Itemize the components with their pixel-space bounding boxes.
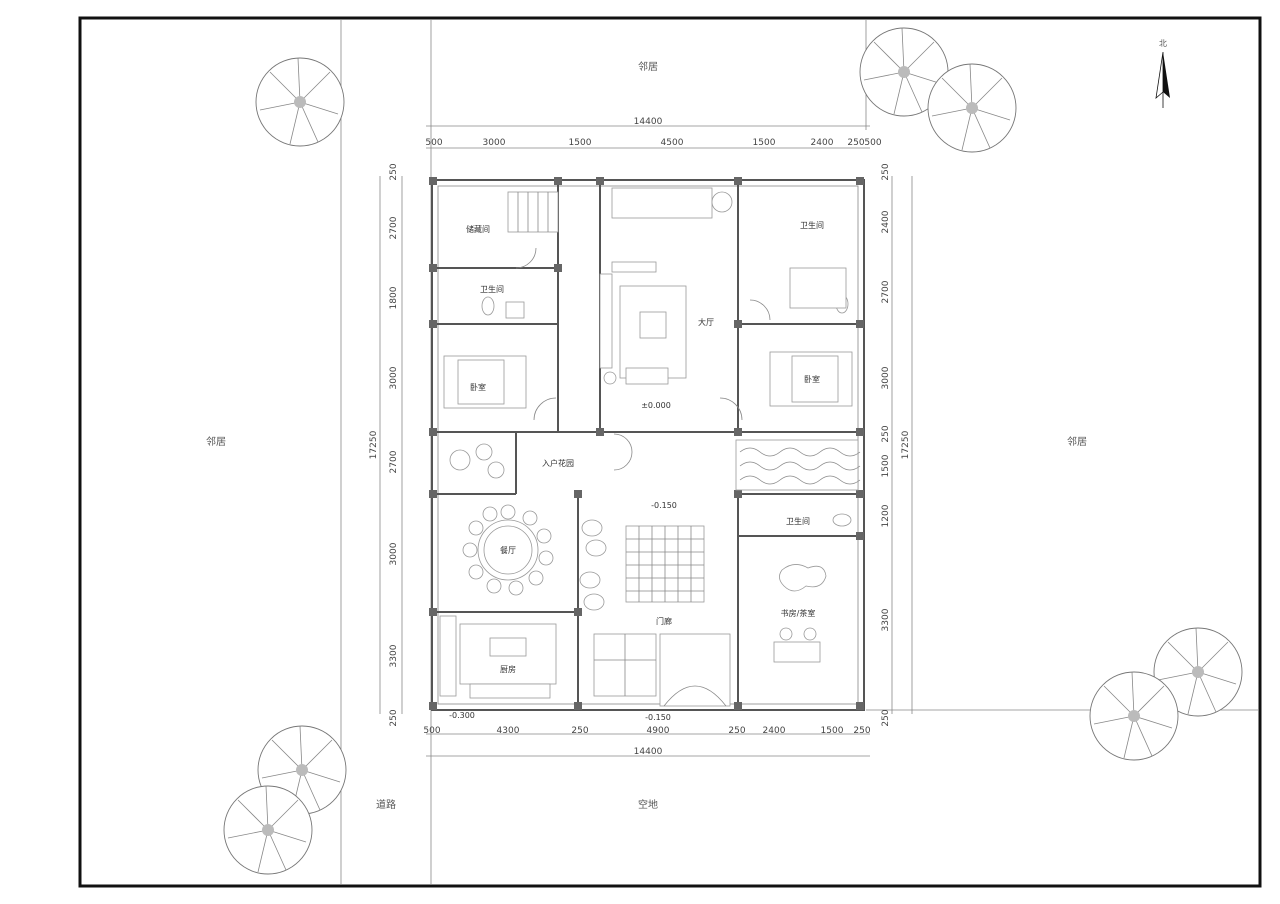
top-dim-1: 3000 [483, 138, 506, 148]
top-dim-4: 1500 [753, 138, 776, 148]
tree-icon [927, 63, 1017, 153]
right-dim-4: 250 [881, 425, 891, 442]
room-label-wc1: 卫生间 [480, 284, 504, 294]
toilet-icon [481, 267, 852, 527]
top-dim-2: 1500 [569, 138, 592, 148]
bottom-dim-2: 250 [571, 726, 588, 736]
courtyard-level: -0.150 [651, 501, 677, 510]
right-neighbor-label: 邻居 [1067, 435, 1087, 448]
tree-icon [1153, 627, 1243, 717]
room-label-kitchen: 厨房 [500, 664, 516, 674]
right-dim-2: 2700 [881, 280, 891, 303]
bottom-left-level: -0.300 [449, 711, 475, 720]
bottom-dim-5: 2400 [763, 726, 786, 736]
left-dim-1: 2700 [389, 216, 399, 239]
right-total-dimension: 17250 [901, 430, 911, 459]
courtyard-grid-icon [625, 525, 705, 603]
right-dim-0: 250 [881, 163, 891, 180]
left-dim-5: 3000 [389, 542, 399, 565]
bottom-dim-0: 500 [423, 726, 440, 736]
room-label-bed2: 卧室 [804, 374, 820, 384]
bottom-level: -0.150 [645, 713, 671, 722]
sofa-set-icon [599, 261, 687, 385]
left-dim-7: 250 [389, 709, 399, 726]
tv-cabinet-icon [611, 187, 733, 219]
stair-icon [507, 191, 559, 233]
bottom-total-dimension: 14400 [634, 747, 663, 757]
bed-icon [769, 351, 853, 407]
top-dim-5: 2400 [811, 138, 834, 148]
left-dim-2: 1800 [389, 286, 399, 309]
bottom-dim-7: 250 [853, 726, 870, 736]
right-dim-6: 1200 [881, 504, 891, 527]
tree-icon [255, 57, 345, 147]
left-dim-4: 2700 [389, 450, 399, 473]
shrub-icon [449, 443, 505, 479]
bottom-dim-4: 250 [728, 726, 745, 736]
right-dim-7: 3300 [881, 608, 891, 631]
room-label-wc3: 卫生间 [786, 516, 810, 526]
room-label-entry: 入户花园 [542, 458, 574, 468]
tea-table-icon [773, 564, 827, 663]
room-label-storage: 储藏间 [466, 224, 490, 234]
top-dim-6: 250 [847, 138, 864, 148]
top-dim-0: 500 [425, 138, 442, 148]
room-label-hall: 大厅 [698, 317, 714, 327]
road-label: 道路 [376, 798, 396, 811]
dining-table-icon [462, 504, 554, 596]
porch-paving-icon [593, 633, 731, 707]
room-label-wc2: 卫生间 [800, 220, 824, 230]
left-dim-6: 3300 [389, 644, 399, 667]
bottom-dim-6: 1500 [821, 726, 844, 736]
right-dim-8: 250 [881, 709, 891, 726]
tree-icon [859, 27, 949, 117]
top-total-dimension: 14400 [634, 117, 663, 127]
tree-icon [223, 785, 313, 875]
north-label: 北 [1159, 39, 1167, 48]
tree-icon [1089, 671, 1179, 761]
left-total-dimension: 17250 [369, 430, 379, 459]
room-label-dining: 餐厅 [500, 546, 516, 555]
left-neighbor-label: 邻居 [206, 435, 226, 448]
stepping-stones-icon [579, 519, 607, 611]
open-space-label: 空地 [638, 798, 658, 811]
right-dim-5: 1500 [881, 454, 891, 477]
room-label-study: 书房/茶室 [781, 608, 816, 618]
bottom-dim-1: 4300 [497, 726, 520, 736]
bottom-dim-3: 4900 [647, 726, 670, 736]
north-arrow-icon: 北 [1155, 39, 1170, 108]
hall-level: ±0.000 [641, 401, 671, 410]
left-dim-3: 3000 [389, 366, 399, 389]
room-label-porch: 门廊 [656, 616, 672, 626]
room-label-bed1: 卧室 [470, 382, 486, 392]
left-dim-0: 250 [389, 163, 399, 180]
top-neighbor-label: 邻居 [638, 60, 658, 73]
bed-icon [443, 355, 527, 409]
paving-pattern-icon [735, 439, 861, 491]
kitchen-counter-icon [439, 615, 557, 699]
top-dim-7: 500 [864, 138, 881, 148]
top-dim-3: 4500 [661, 138, 684, 148]
right-dim-1: 2400 [881, 210, 891, 233]
right-dim-3: 3000 [881, 366, 891, 389]
structural-columns [429, 177, 864, 710]
door-swing-icons [515, 247, 771, 471]
